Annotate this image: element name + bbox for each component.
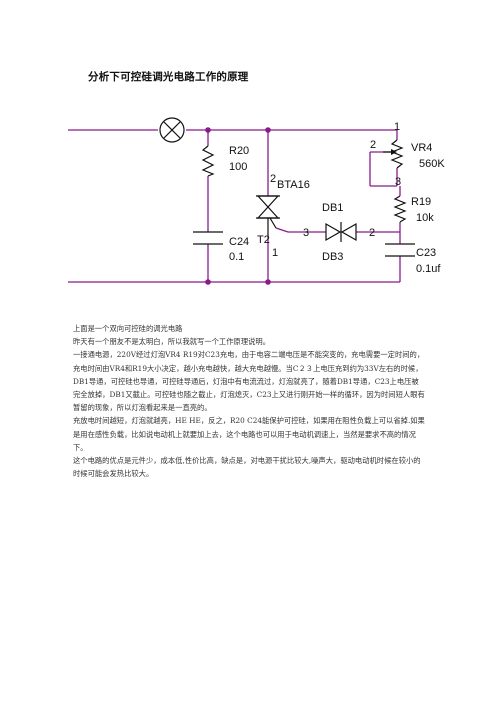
c24-name: C24 bbox=[229, 236, 249, 248]
c23-name: C23 bbox=[416, 247, 436, 259]
paragraph: 昨天有一个朋友不是太明白，所以我就写一个工作原理说明。 bbox=[73, 337, 271, 347]
bta-pin2: 2 bbox=[270, 173, 276, 185]
paragraph: 这个电路的优点是元件少，成本低,性价比高，缺点是，对电源干扰比较大,噪声大，驱动… bbox=[73, 456, 421, 479]
vr4-name: VR4 bbox=[411, 142, 432, 154]
vr4-pin3: 3 bbox=[395, 176, 401, 188]
junction-dot bbox=[265, 279, 271, 285]
r19-value: 10k bbox=[416, 212, 434, 224]
paragraph: 上面是一个双向可控硅的调光电路 bbox=[73, 324, 183, 333]
vr4-value: 560K bbox=[419, 158, 445, 170]
db-pin2: 2 bbox=[369, 227, 375, 239]
db1-name: DB1 bbox=[322, 202, 343, 214]
bta16-name: BTA16 bbox=[277, 179, 310, 191]
t2-pin1: 1 bbox=[272, 247, 278, 259]
db3-name: DB3 bbox=[322, 251, 343, 263]
r19-name: R19 bbox=[411, 196, 431, 208]
vr4-pin1: 1 bbox=[394, 121, 400, 133]
junction-dot bbox=[205, 279, 211, 285]
r20-value: 100 bbox=[229, 161, 247, 173]
paragraph: 充放电时间越短，灯泡就越亮，HE HE，反之，R20 C24能保护可控硅，如果用… bbox=[73, 416, 425, 452]
c23-value: 0.1uf bbox=[416, 263, 441, 275]
t2-name: T2 bbox=[257, 234, 270, 246]
t2-pin3: 3 bbox=[303, 227, 309, 239]
page-title: 分析下可控硅调光电路工作的原理 bbox=[88, 71, 249, 83]
r20-name: R20 bbox=[229, 145, 249, 157]
circuit-diagram: R20 100 C24 0.1 2 BTA16 T2 1 3 DB1 DB3 2… bbox=[68, 117, 445, 285]
article-body: 上面是一个双向可控硅的调光电路 昨天有一个朋友不是太明白，所以我就写一个工作原理… bbox=[73, 322, 425, 480]
junction-dot bbox=[265, 127, 271, 133]
c24-value: 0.1 bbox=[229, 251, 244, 263]
junction-dot bbox=[205, 127, 211, 133]
paragraph: 一接通电源，220V经过灯泡VR4 R19对C23充电，由于电容二端电压是不能突… bbox=[73, 350, 425, 413]
vr4-pin2: 2 bbox=[370, 139, 376, 151]
